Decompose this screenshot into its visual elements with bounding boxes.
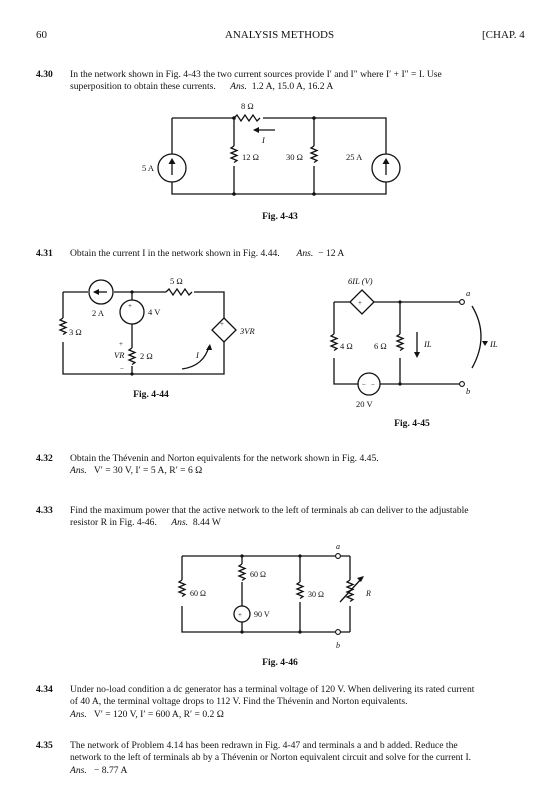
fig45-caption: Fig. 4-45: [394, 418, 430, 429]
fig46-r1-label: 60 Ω: [190, 589, 206, 598]
fig43-current-label: I: [261, 135, 266, 145]
problem-number: 4.35: [36, 740, 53, 751]
fig46-a-label: a: [336, 542, 340, 551]
problem-4-32: 4.32 Obtain the Thévenin and Norton equi…: [36, 453, 531, 478]
answer-label: Ans.: [70, 764, 87, 776]
fig44-src-cur-label: 2 A: [92, 308, 105, 318]
fig45-dep-plus: +: [358, 299, 362, 307]
fig43-caption: Fig. 4-43: [262, 211, 298, 222]
problem-4-33: 4.33 Find the maximum power that the act…: [36, 505, 531, 530]
problem-text-line: Under no-load condition a dc generator h…: [70, 684, 475, 695]
fig45-il-label: IL: [423, 339, 432, 349]
fig43-src-right-label: 25 A: [346, 152, 363, 162]
problem-text-line: superposition to obtain these currents.: [70, 81, 216, 93]
fig46-src-label: 90 V: [254, 610, 270, 619]
chapter-label: [CHAP. 4: [482, 29, 525, 41]
problem-4-30: 4.30 In the network shown in Fig. 4-43 t…: [36, 69, 531, 94]
problem-text-line: Find the maximum power that the active n…: [70, 505, 469, 516]
figure-4-46: a b 60 Ω 60 Ω + 90 V 30 Ω R: [177, 542, 371, 650]
answer-label: Ans.: [230, 81, 247, 93]
fig44-vr-plus: +: [119, 340, 123, 348]
figure-4-43: 8 Ω I 5 A 12 Ω 30 Ω 25 A: [142, 101, 401, 196]
problem-text-line: network to the left of terminals ab by a…: [70, 752, 472, 764]
fig43-r-top-label: 8 Ω: [241, 101, 254, 111]
answer-value: V′ = 30 V, I′ = 5 A, R′ = 6 Ω: [93, 465, 203, 477]
fig46-src-plus: +: [238, 611, 242, 619]
answer-value: − 12 A: [318, 248, 345, 259]
problem-text-line: resistor R in Fig. 4-46.: [70, 517, 157, 529]
problem-text-line: The network of Problem 4.14 has been red…: [70, 740, 458, 751]
answer-value: − 8.77 A: [94, 764, 128, 776]
fig45-src-plus: −: [371, 381, 375, 389]
answer-label: Ans.: [70, 465, 87, 477]
answer-value: 8.44 W: [192, 517, 221, 529]
fig45-r1-label: 4 Ω: [340, 341, 353, 351]
running-title: ANALYSIS METHODS: [224, 29, 335, 41]
problem-number: 4.30: [36, 69, 53, 80]
fig45-il2-label: IL: [489, 339, 498, 349]
fig44-caption: Fig. 4-44: [133, 389, 169, 400]
fig44-plus-sign: +: [128, 302, 132, 310]
answer-value: V′ = 120 V, I′ = 600 A, R′ = 0.2 Ω: [93, 708, 224, 720]
fig44-dep-label: 3VR: [239, 326, 255, 336]
fig45-src-minus: −: [362, 381, 366, 389]
fig44-r-left-label: 3 Ω: [69, 327, 82, 337]
problem-text-line: Obtain the current I in the network show…: [70, 248, 280, 259]
fig46-r3-label: 30 Ω: [308, 590, 324, 599]
fig44-vr-minus: −: [120, 365, 124, 373]
problem-4-31: 4.31 Obtain the current I in the network…: [36, 248, 531, 260]
fig45-b-label: b: [466, 386, 470, 396]
fig45-src-label: 20 V: [356, 399, 373, 409]
problem-number: 4.34: [36, 684, 53, 695]
fig46-r2-label: 60 Ω: [250, 570, 266, 579]
problem-number: 4.33: [36, 505, 53, 516]
fig43-src-left-label: 5 A: [142, 163, 155, 173]
fig43-r-mid1-label: 12 Ω: [242, 152, 259, 162]
problem-text-line: of 40 A, the terminal voltage drops to 1…: [70, 696, 408, 708]
answer-label: Ans.: [296, 248, 314, 259]
problem-4-35: 4.35 The network of Problem 4.14 has bee…: [36, 740, 531, 777]
fig44-src-volt-label: 4 V: [148, 307, 161, 317]
fig46-r-label: R: [365, 589, 371, 598]
page-number: 60: [36, 29, 47, 41]
problem-text-line: In the network shown in Fig. 4-43 the tw…: [70, 69, 442, 80]
problem-number: 4.32: [36, 453, 53, 464]
fig44-r-mid-label: 2 Ω: [140, 351, 153, 361]
fig43-r-mid2-label: 30 Ω: [286, 152, 303, 162]
problem-number: 4.31: [36, 248, 53, 259]
fig44-r-top-label: 5 Ω: [170, 276, 183, 286]
answer-label: Ans.: [70, 708, 87, 720]
fig45-dep-label: 6IL (V): [348, 276, 373, 286]
figure-4-45: 6IL (V) + 4 Ω 6 Ω IL IL − − 20 V a b: [329, 276, 498, 409]
problem-4-34: 4.34 Under no-load condition a dc genera…: [36, 684, 531, 721]
fig44-current-label: I: [195, 350, 200, 360]
fig46-b-label: b: [336, 641, 340, 650]
fig45-r2-label: 6 Ω: [374, 341, 387, 351]
fig45-a-label: a: [466, 288, 470, 298]
figure-4-44: 5 Ω 2 A + 4 V 3 Ω + VR 2 Ω − + 3VR I: [58, 276, 255, 376]
fig46-caption: Fig. 4-46: [262, 657, 298, 668]
answer-label: Ans.: [171, 517, 189, 529]
answer-value: 1.2 A, 15.0 A, 16.2 A: [251, 81, 334, 93]
fig44-vr-label: VR: [114, 350, 125, 360]
problem-text-line: Obtain the Thévenin and Norton equivalen…: [70, 453, 379, 464]
fig44-dep-plus: +: [220, 320, 224, 328]
